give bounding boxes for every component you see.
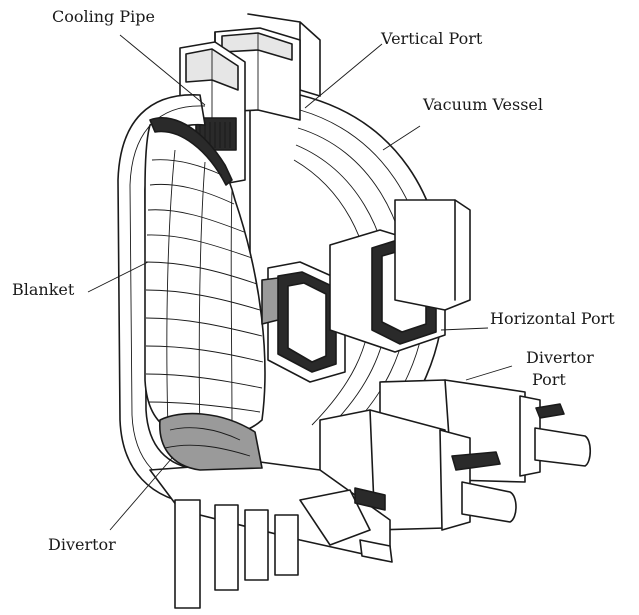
horizontal-port xyxy=(329,199,471,353)
leader-blanket xyxy=(87,261,149,293)
leader-divertor xyxy=(109,457,173,531)
label-divertor: Divertor xyxy=(48,535,116,554)
leader-vacuum-vessel xyxy=(382,125,421,151)
middle-port-frame xyxy=(261,261,346,383)
label-blanket: Blanket xyxy=(12,280,75,299)
leader-vertical-port xyxy=(304,43,383,109)
blanket xyxy=(144,116,266,438)
label-horizontal-port: Horizontal Port xyxy=(490,309,615,328)
label-divertor-port-line1: Divertor xyxy=(526,348,594,367)
label-vacuum-vessel: Vacuum Vessel xyxy=(423,95,544,114)
leader-cooling-pipe xyxy=(119,34,206,106)
label-vertical-port: Vertical Port xyxy=(381,29,483,48)
support-legs xyxy=(174,499,299,609)
leader-lines xyxy=(87,34,513,531)
label-cooling-pipe: Cooling Pipe xyxy=(52,7,155,26)
divertor-assembly xyxy=(149,412,393,563)
label-divertor-port-line2: Port xyxy=(532,370,566,389)
leader-horizontal-port xyxy=(440,327,489,331)
leader-divertor-port xyxy=(465,365,513,381)
